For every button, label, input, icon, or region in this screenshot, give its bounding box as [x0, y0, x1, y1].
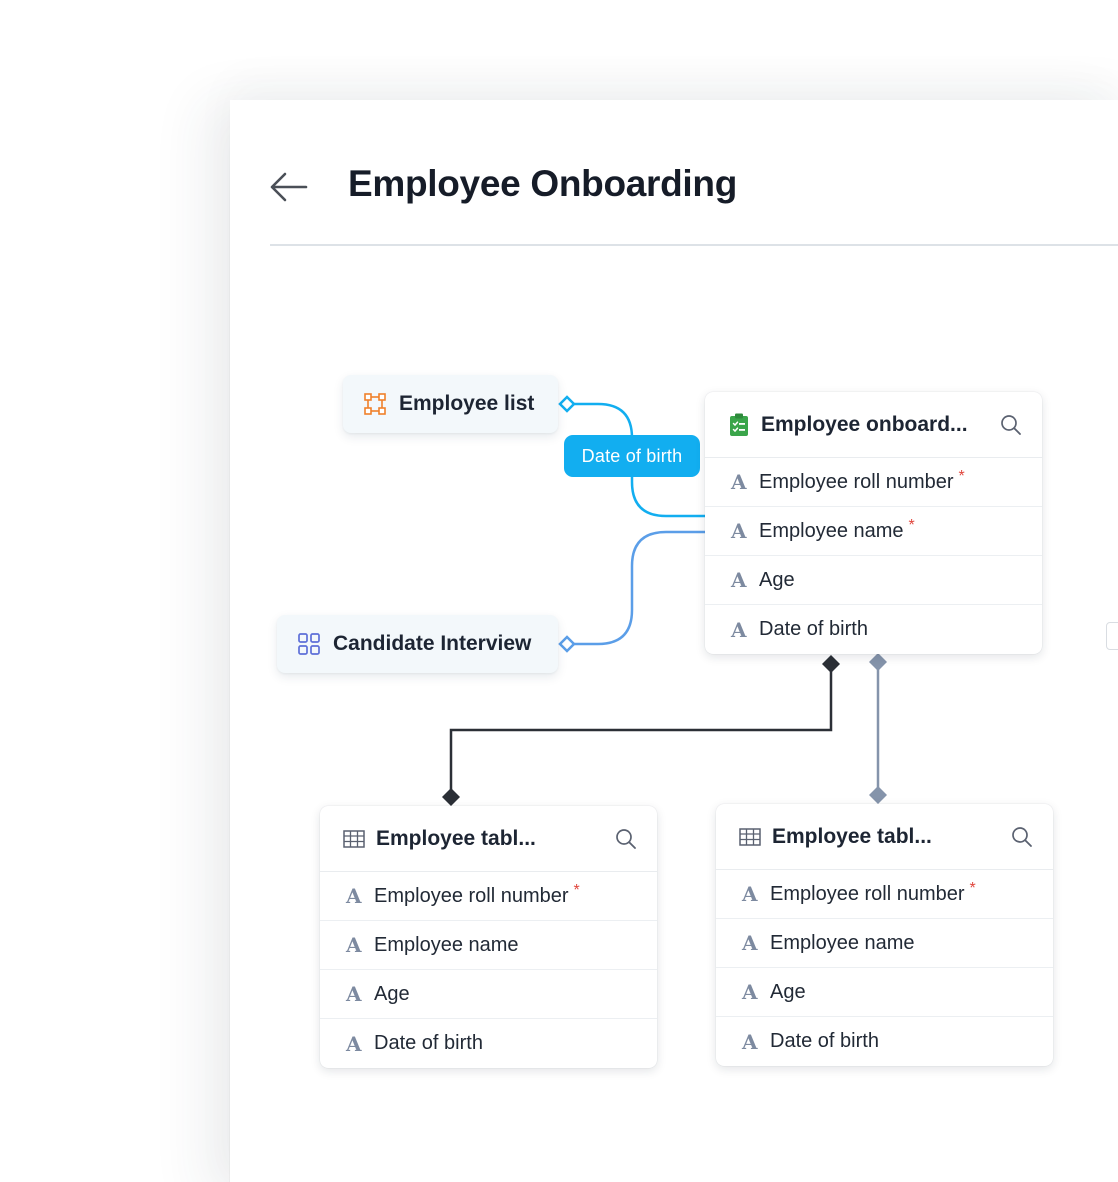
field-label: Employee roll number — [759, 470, 954, 493]
field-label: Age — [759, 568, 795, 591]
field-row-employee-name[interactable]: A Employee name — [320, 921, 657, 970]
table-grid-icon — [738, 825, 762, 849]
field-label: Employee roll number — [770, 882, 965, 905]
table-card-employee-onboarding: Employee onboard... A Employee roll numb… — [705, 392, 1042, 654]
table-card-employee-table-left: Employee tabl... A Employee roll number … — [320, 806, 657, 1068]
table-card-employee-table-right: Employee tabl... A Employee roll number … — [716, 804, 1053, 1066]
required-marker: * — [958, 468, 965, 485]
header-divider — [270, 244, 1118, 246]
table-grid-icon — [342, 827, 366, 851]
field-label: Employee name — [770, 931, 915, 954]
arrow-left-icon — [270, 172, 308, 202]
field-label: Age — [770, 980, 806, 1003]
table-card-header: Employee onboard... — [705, 392, 1042, 458]
panel-edge — [229, 100, 230, 1182]
source-node-label: Employee list — [399, 392, 535, 415]
table-card-title: Employee onboard... — [761, 412, 968, 436]
field-label: Employee roll number — [374, 884, 569, 907]
field-row-date-of-birth[interactable]: A Date of birth — [716, 1017, 1053, 1066]
offscreen-card-edge — [1106, 622, 1118, 650]
grid-icon — [297, 632, 321, 656]
text-type-icon: A — [346, 982, 362, 1006]
table-card-header: Employee tabl... — [716, 804, 1053, 870]
text-type-icon: A — [346, 1031, 362, 1056]
field-row-employee-name[interactable]: A Employee name — [716, 919, 1053, 968]
text-type-icon: A — [346, 884, 362, 908]
text-type-icon: A — [742, 931, 758, 955]
table-card-title: Employee tabl... — [772, 824, 932, 848]
text-type-icon: A — [731, 519, 747, 543]
field-row-age[interactable]: A Age — [320, 970, 657, 1019]
field-row-employee-name[interactable]: A Employee name * — [705, 507, 1042, 556]
search-icon[interactable] — [998, 412, 1024, 438]
relation-badge-date-of-birth[interactable]: Date of birth — [564, 435, 700, 477]
required-marker: * — [969, 880, 976, 897]
field-row-date-of-birth[interactable]: A Date of birth — [320, 1019, 657, 1068]
search-icon[interactable] — [1009, 824, 1035, 850]
required-marker: * — [908, 517, 915, 534]
required-marker: * — [573, 882, 580, 899]
field-label: Age — [374, 982, 410, 1005]
field-row-employee-roll-number[interactable]: A Employee roll number * — [320, 872, 657, 921]
source-node-candidate-interview[interactable]: Candidate Interview — [277, 615, 558, 673]
back-button[interactable] — [266, 168, 310, 206]
field-row-employee-roll-number[interactable]: A Employee roll number * — [705, 458, 1042, 507]
field-label: Date of birth — [770, 1030, 879, 1052]
text-type-icon: A — [742, 1029, 758, 1054]
field-row-date-of-birth[interactable]: A Date of birth — [705, 605, 1042, 654]
text-type-icon: A — [731, 617, 747, 642]
field-label: Date of birth — [759, 618, 868, 640]
field-label: Employee name — [759, 519, 904, 542]
source-node-label: Candidate Interview — [333, 632, 532, 655]
field-row-age[interactable]: A Age — [705, 556, 1042, 605]
field-label: Employee name — [374, 933, 519, 956]
search-icon[interactable] — [613, 826, 639, 852]
bounding-box-icon — [363, 392, 387, 416]
text-type-icon: A — [731, 568, 747, 592]
text-type-icon: A — [742, 980, 758, 1004]
field-row-employee-roll-number[interactable]: A Employee roll number * — [716, 870, 1053, 919]
field-row-age[interactable]: A Age — [716, 968, 1053, 1017]
clipboard-list-icon — [727, 413, 751, 437]
source-node-employee-list[interactable]: Employee list — [343, 375, 558, 433]
table-card-header: Employee tabl... — [320, 806, 657, 872]
text-type-icon: A — [742, 882, 758, 906]
table-card-title: Employee tabl... — [376, 826, 536, 850]
page-title: Employee Onboarding — [348, 163, 738, 204]
text-type-icon: A — [346, 933, 362, 957]
field-label: Date of birth — [374, 1032, 483, 1054]
text-type-icon: A — [731, 470, 747, 494]
